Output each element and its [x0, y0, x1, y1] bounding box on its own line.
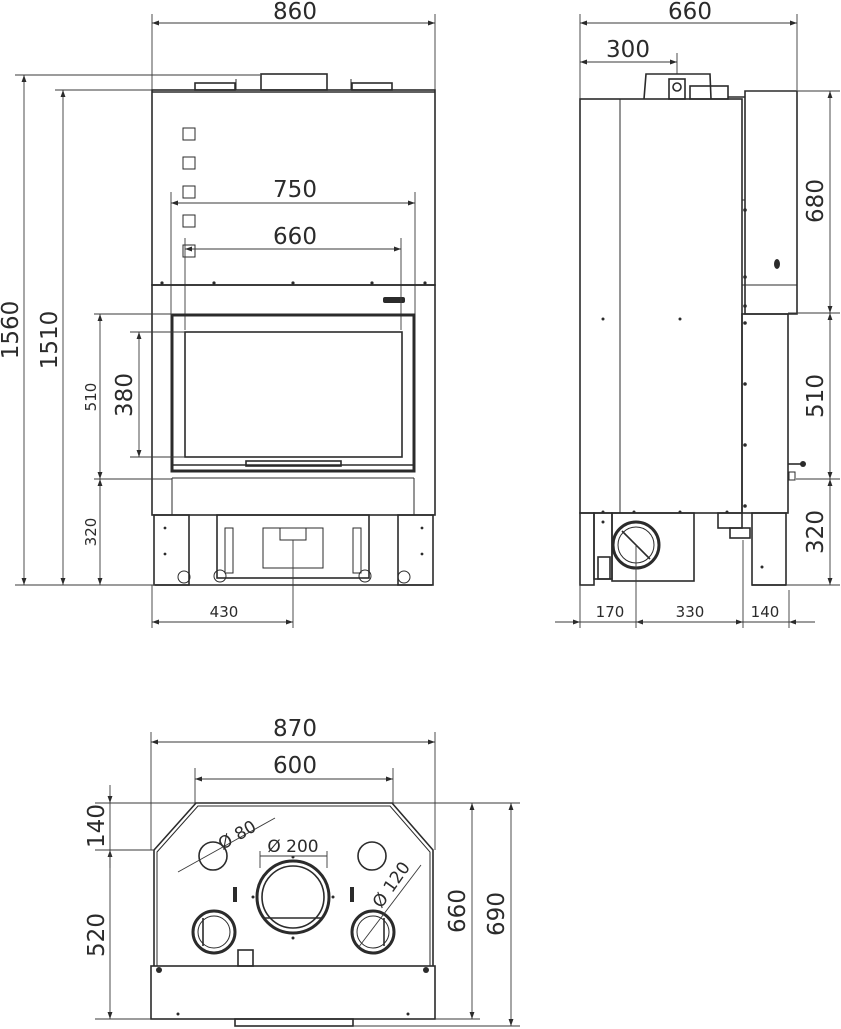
flue-diameter-label: Ø 200 [267, 837, 318, 857]
top-width-label: 870 [273, 716, 317, 742]
rear-depth-label: 520 [84, 913, 110, 957]
front-width-top-label: 600 [273, 753, 317, 779]
opening-inner-width-label: 660 [273, 224, 317, 250]
body-height-label: 1510 [37, 311, 63, 370]
side-depth-label: 660 [668, 0, 712, 25]
flue-offset-label: 430 [210, 603, 239, 621]
body-depth-label: 660 [445, 889, 471, 933]
opening-outer-width-label: 750 [273, 177, 317, 203]
top-view: 870 600 [84, 716, 520, 1027]
total-height-label: 1560 [0, 301, 24, 360]
inlet-to-flue-label: 330 [676, 603, 705, 621]
side-view: 660 300 [555, 0, 840, 628]
overall-depth-label: 690 [484, 892, 510, 936]
flue-depth-offset-label: 300 [606, 37, 650, 63]
small-port-diameter-label: Ø 80 [215, 817, 260, 855]
door-height-label: 510 [82, 383, 100, 412]
side-door-height-label: 510 [803, 374, 829, 418]
chamfer-depth-label: 140 [84, 804, 110, 848]
front-width-label: 860 [273, 0, 317, 25]
base-height-label: 320 [82, 518, 100, 547]
side-base-height-label: 320 [803, 510, 829, 554]
glass-height-label: 380 [112, 373, 138, 417]
front-view: 860 750 660 [0, 0, 436, 628]
rear-offset-label: 140 [751, 603, 780, 621]
air-inlet-offset-label: 170 [596, 603, 625, 621]
brand-logo [383, 297, 405, 303]
upper-height-label: 680 [803, 179, 829, 223]
